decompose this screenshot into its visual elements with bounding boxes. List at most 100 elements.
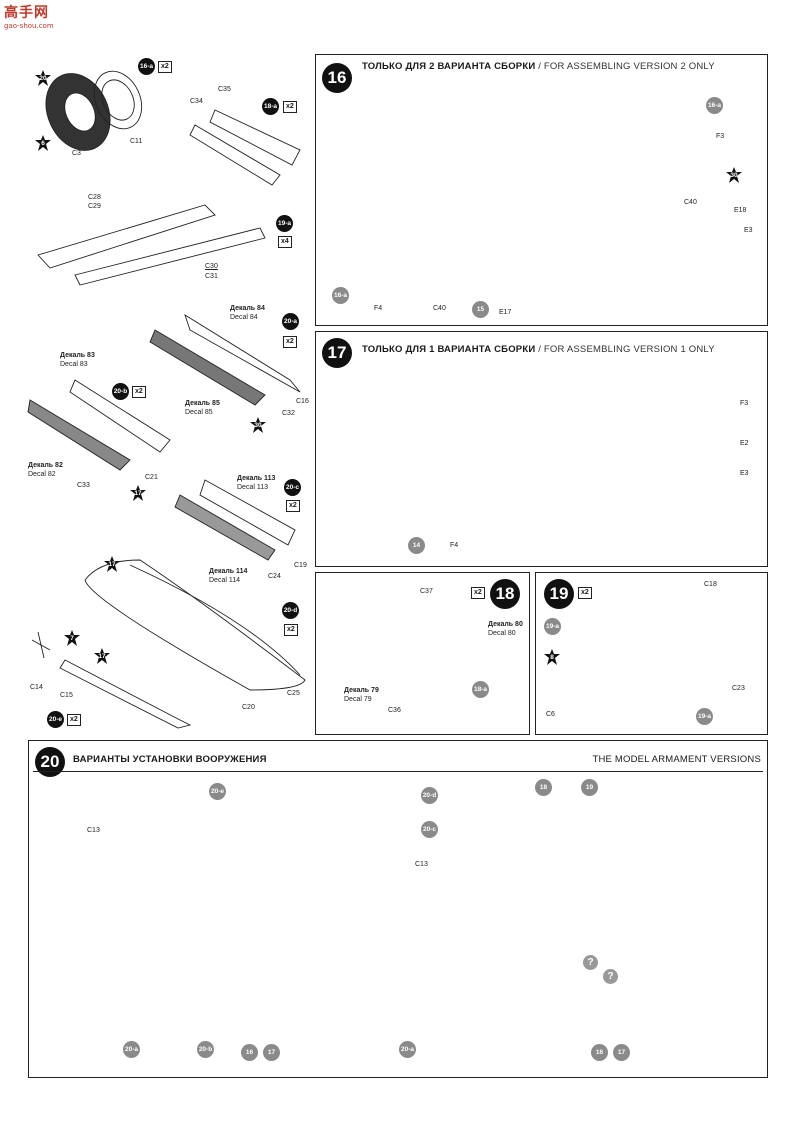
ref-20b: 20-b (197, 1041, 214, 1058)
watermark-url: gao-shou.com (4, 22, 54, 30)
paint-mark-7: 7 (64, 630, 80, 646)
ref-20a-right: 20-a (399, 1041, 416, 1058)
step-17-title-ru: ТОЛЬКО ДЛЯ 1 ВАРИАНТА СБОРКИ (362, 344, 536, 355)
part-c18: C18 (704, 581, 717, 588)
decal-85-en: Decal 85 (185, 409, 213, 416)
part-c35: C35 (218, 86, 231, 93)
decal-84-ru: Декаль 84 (230, 305, 265, 312)
sub-20d-badge: 20-d (282, 602, 299, 619)
paint-mark-17b: 17 (104, 556, 120, 572)
step-18-panel: x2 18 C37 Декаль 80 Decal 80 18-a Декаль… (315, 572, 530, 735)
step-17-title-en: FOR ASSEMBLING VERSION 1 ONLY (543, 344, 715, 355)
part-e17: E17 (499, 309, 512, 316)
step-16-number: 16 (322, 63, 352, 93)
ref-19a-top: 19-a (544, 618, 561, 635)
part-c33: C33 (77, 482, 90, 489)
decal-83-ru: Декаль 83 (60, 352, 95, 359)
part-c31: C31 (205, 273, 218, 280)
part-c40-a: C40 (684, 199, 697, 206)
decal-84-en: Decal 84 (230, 314, 258, 321)
decal-79-en: Decal 79 (344, 696, 372, 703)
watermark-text: 高手网 (4, 5, 49, 21)
sub-16a-badge: 16-a (138, 58, 155, 75)
sub-18a-badge: 18-a (262, 98, 279, 115)
qty-20e: x2 (67, 714, 81, 726)
step-17-panel: 17 ТОЛЬКО ДЛЯ 1 ВАРИАНТА СБОРКИ / FOR AS… (315, 331, 768, 567)
part-c40-b: C40 (433, 305, 446, 312)
ref-20e: 20-e (209, 783, 226, 800)
step-18-number: 18 (490, 579, 520, 609)
sub-20b-badge: 20-b (112, 383, 129, 400)
part-e2: E2 (740, 440, 749, 447)
sub-19a-badge: 19-a (276, 215, 293, 232)
part-c32: C32 (282, 410, 295, 417)
part-c21: C21 (145, 474, 158, 481)
qty-19: x2 (578, 587, 592, 599)
part-c3: C3 (72, 150, 81, 157)
ref-16a-top: 16-a (706, 97, 723, 114)
step-17-title: ТОЛЬКО ДЛЯ 1 ВАРИАНТА СБОРКИ / FOR ASSEM… (362, 344, 715, 355)
decal-79-ru: Декаль 79 (344, 687, 379, 694)
decal-83-en: Decal 83 (60, 361, 88, 368)
step-20-panel: 20 ВАРИАНТЫ УСТАНОВКИ ВООРУЖЕНИЯ THE MOD… (28, 740, 768, 1078)
part-c20: C20 (242, 704, 255, 711)
step-16-title: ТОЛЬКО ДЛЯ 2 ВАРИАНТА СБОРКИ / FOR ASSEM… (362, 61, 715, 72)
sub-20c-badge: 20-c (284, 479, 301, 496)
paint-mark-8: 8 (544, 649, 560, 665)
part-c14: C14 (30, 684, 43, 691)
ref-step-19: 19 (581, 779, 598, 796)
part-c30: C30 (205, 263, 218, 270)
ref-17-left: 17 (263, 1044, 280, 1061)
part-f4-17: F4 (450, 542, 459, 549)
ref-16-right: 16 (591, 1044, 608, 1061)
qty-20b: x2 (132, 386, 146, 398)
step-19-panel: 19 x2 C18 19-a 8 C23 C6 19-a (535, 572, 768, 735)
ref-20c: 20-c (421, 821, 438, 838)
step-17-sep: / (538, 344, 542, 355)
step-16-panel: 16 ТОЛЬКО ДЛЯ 2 ВАРИАНТА СБОРКИ / FOR AS… (315, 54, 768, 326)
part-c29: C29 (88, 203, 101, 210)
ref-step-18: 18 (535, 779, 552, 796)
decal-85-ru: Декаль 85 (185, 400, 220, 407)
part-e3-17: E3 (740, 470, 749, 477)
ref-20a-left: 20-a (123, 1041, 140, 1058)
ref-step-14: 14 (408, 537, 425, 554)
part-c23: C23 (732, 685, 745, 692)
step-19-number: 19 (544, 579, 574, 609)
decal-113-en: Decal 113 (237, 484, 269, 491)
part-c15: C15 (60, 692, 73, 699)
step-20-title-en: THE MODEL ARMAMENT VERSIONS (592, 754, 761, 765)
ref-18a: 18-a (472, 681, 489, 698)
decal-113-ru: Декаль 113 (237, 475, 276, 482)
ref-16a-bottom: 16-a (332, 287, 349, 304)
decal-82-ru: Декаль 82 (28, 462, 63, 469)
question-mark-a: ? (583, 955, 598, 970)
step-17-number: 17 (322, 338, 352, 368)
qty-16a: x2 (158, 61, 172, 73)
part-f4-16: F4 (374, 305, 383, 312)
qty-20a: x2 (283, 336, 297, 348)
paint-mark-20: 20 (35, 70, 51, 86)
ref-20d: 20-d (421, 787, 438, 804)
part-f3: F3 (716, 133, 725, 140)
qty-18: x2 (471, 587, 485, 599)
part-c6: C6 (546, 711, 555, 718)
part-c25: C25 (287, 690, 300, 697)
part-e18: E18 (734, 207, 747, 214)
ref-16-left: 16 (241, 1044, 258, 1061)
ref-19a-bottom: 19-a (696, 708, 713, 725)
qty-19a: x4 (278, 236, 292, 248)
paint-mark-17c: 17 (94, 648, 110, 664)
part-e3-16: E3 (744, 227, 753, 234)
part-c28: C28 (88, 194, 101, 201)
part-c11: C11 (130, 138, 143, 145)
part-c37: C37 (420, 588, 433, 595)
sub-20a-badge: 20-a (282, 313, 299, 330)
ref-17-right: 17 (613, 1044, 630, 1061)
part-c16: C16 (296, 398, 309, 405)
decal-80-ru: Декаль 80 (488, 621, 523, 628)
part-c19: C19 (294, 562, 307, 569)
decal-114-ru: Декаль 114 (209, 568, 248, 575)
qty-20d: x2 (284, 624, 298, 636)
part-c13-left: C13 (87, 827, 100, 834)
